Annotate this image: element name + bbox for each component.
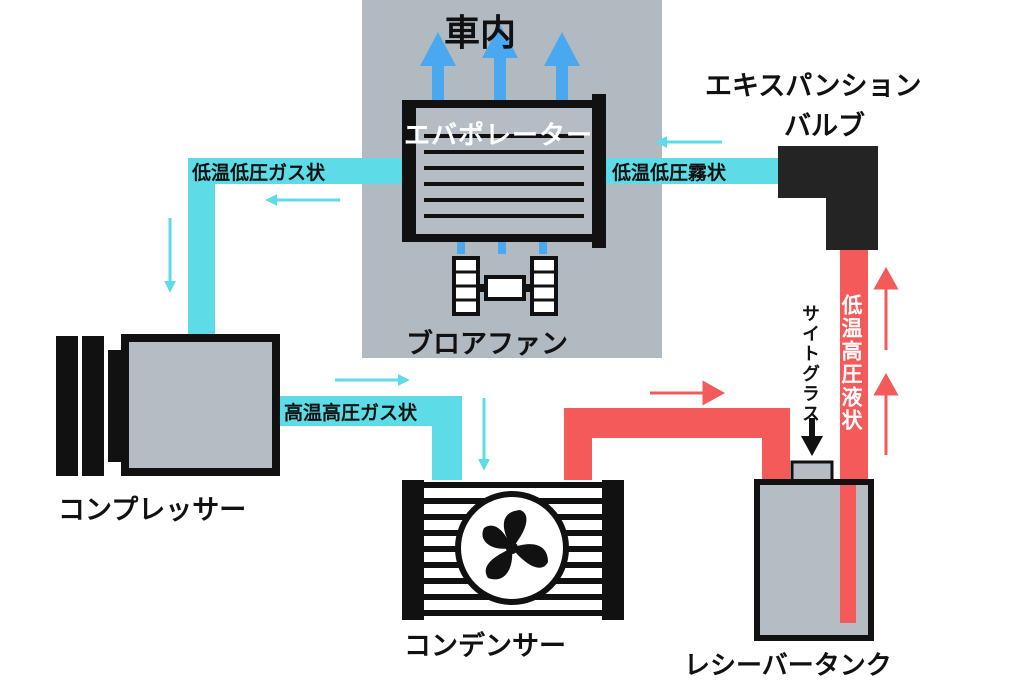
condenser-left-cap — [402, 480, 424, 620]
receiver-tank — [754, 460, 874, 641]
expansion-valve-label-line2: バルブ — [784, 111, 865, 142]
evaporator-left-cap — [402, 100, 416, 242]
condenser-fan-icon — [482, 510, 548, 580]
condenser-label: コンデンサー — [404, 631, 566, 662]
cabin-air-arrow-center — [494, 54, 506, 104]
compressor-pulley-middle — [82, 336, 104, 476]
flow-arrow-up-low-head — [873, 372, 899, 396]
sight-glass-arrow — [801, 418, 823, 456]
evaporator-top-bar — [416, 100, 592, 108]
pipe-valve-to-evap — [605, 158, 780, 184]
blower-motor — [484, 275, 526, 301]
condenser-right-cap — [602, 480, 624, 620]
evaporator-fin — [424, 150, 584, 154]
evaporator-fin — [424, 198, 584, 202]
cabin-air-arrow-right-head — [544, 32, 580, 66]
state-label-high-pressure-liquid: 低温高圧液状 — [839, 294, 863, 432]
evaporator — [402, 94, 606, 248]
cabin-label: 車内 — [444, 13, 517, 54]
pipe-evap-to-left — [188, 158, 404, 184]
expansion-valve-label-line1: エキスパンション — [705, 71, 922, 102]
evaporator-label: エバポレーター — [404, 121, 594, 151]
blower-fan-label: ブロアファン — [406, 329, 568, 360]
compressor-pulley-outer — [56, 336, 78, 476]
state-label-high-pressure-gas: 高温高圧ガス状 — [284, 402, 418, 424]
compressor-label: コンプレッサー — [58, 495, 247, 526]
blower-fan — [452, 256, 558, 316]
cabin-air-arrow-left-head — [420, 32, 456, 66]
expansion-valve — [778, 146, 878, 250]
cabin-air-arrow-left — [432, 62, 444, 104]
pipe-down-to-compressor — [188, 158, 215, 338]
pipe-top-to-receiver — [564, 408, 790, 438]
cabin-air-arrow-center-head — [482, 24, 518, 58]
low-pressure-flow-arrows — [164, 136, 722, 471]
compressor-clutch — [108, 350, 122, 462]
cabin-air-arrows — [420, 24, 580, 104]
evaporator-body — [402, 100, 606, 242]
flow-arrow-up-high-head — [873, 266, 899, 290]
pipe-compressor-out — [280, 396, 452, 426]
compressor-body — [121, 334, 280, 476]
pipe-down-to-receiver — [762, 408, 790, 483]
evaporator-right-cap — [592, 94, 606, 248]
compressor — [56, 334, 280, 476]
evaporator-fin — [424, 166, 584, 170]
receiver-dip-tube — [840, 485, 856, 623]
receiver-tank-label: レシーバータンク — [684, 651, 892, 681]
state-label-low-pressure-gas: 低温低圧ガス状 — [192, 162, 326, 184]
evaporator-fin — [424, 182, 584, 186]
evaporator-fins — [424, 134, 584, 218]
flow-arrow-to-receiver-head — [702, 380, 726, 406]
expansion-valve-vertical — [826, 146, 878, 250]
sight-glass-label: サイトグラス — [799, 304, 820, 424]
pipe-down-to-condenser — [432, 396, 462, 480]
evaporator-bottom-bar — [416, 234, 592, 242]
cabin-air-arrow-right — [556, 62, 568, 104]
low-pressure-pipes — [188, 158, 780, 480]
state-label-low-pressure-mist: 低温低圧霧状 — [612, 162, 727, 184]
evaporator-fin — [424, 214, 584, 218]
high-pressure-flow-arrows — [650, 266, 899, 455]
condenser — [402, 480, 624, 620]
evaporator-fin — [424, 134, 584, 138]
